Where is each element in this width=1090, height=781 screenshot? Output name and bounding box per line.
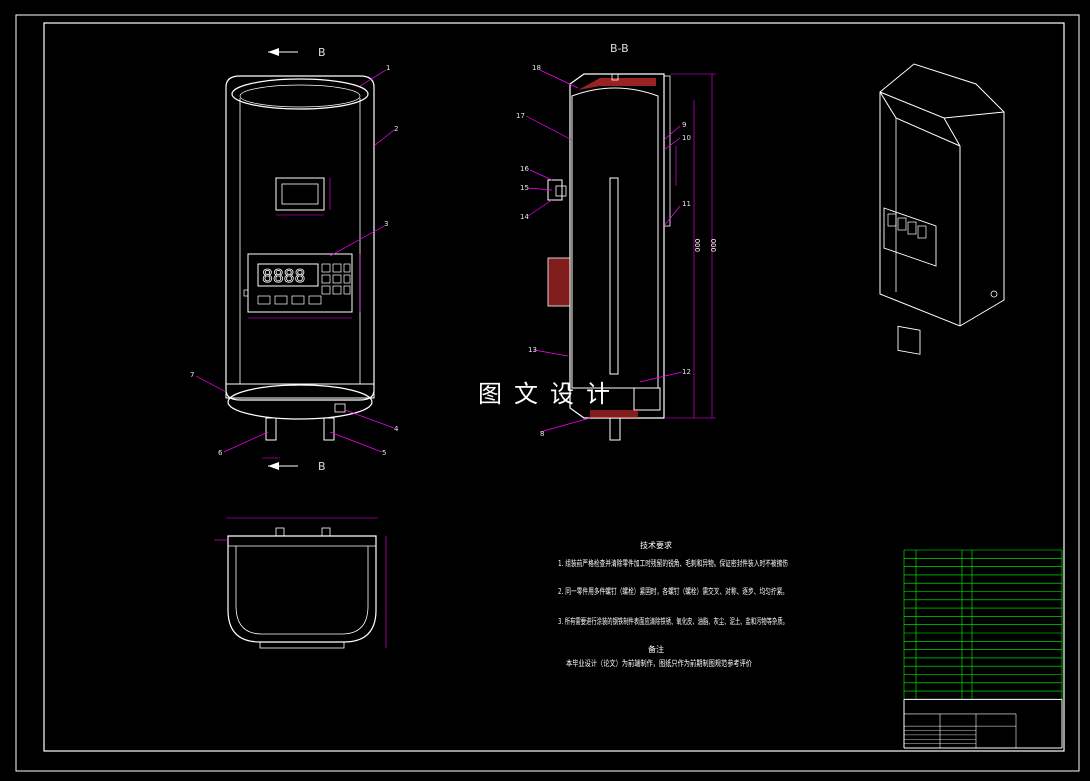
callout-10: 11 [682, 200, 691, 208]
callout-18: 18 [532, 64, 541, 72]
callout-3: 3 [384, 220, 388, 228]
callout-16: 16 [520, 165, 529, 173]
remark-title: 备注 [648, 644, 664, 654]
callout-9: 10 [682, 134, 691, 142]
outer-border [15, 14, 1080, 772]
callout-11: 12 [682, 368, 691, 376]
callout-5: 5 [382, 449, 386, 457]
front-small-display [275, 177, 325, 211]
section-mark-top: B [318, 46, 326, 59]
tech-title: 技术要求 [640, 540, 672, 550]
tech-item-2: 2. 同一零件用多件螺钉（螺栓）紧固时，各螺钉（螺栓）需交叉、对称、逐步、均匀拧… [558, 586, 788, 596]
callout-14: 14 [520, 213, 529, 221]
svg-text:000: 000 [710, 239, 718, 252]
bottom-view [214, 517, 387, 649]
callout-13: 13 [528, 346, 537, 354]
section-view: B-B 000 000 [516, 42, 718, 441]
callout-15: 15 [520, 184, 529, 192]
callout-8: 9 [682, 121, 686, 129]
callout-6: 6 [218, 449, 223, 457]
callout-1: 1 [386, 64, 390, 72]
watermark-text: 图文设计 [478, 380, 622, 408]
section-mark-bottom: B [318, 460, 326, 473]
tech-item-1: 1. 组装前严格检查并清除零件加工时残留的锐角、毛刺和异物。保证密封件装入时不被… [558, 558, 788, 568]
parts-table [903, 549, 1063, 749]
callout-7: 7 [190, 371, 194, 379]
callout-17: 17 [516, 112, 525, 120]
inner-border [43, 22, 1065, 752]
isometric-view [879, 63, 1005, 355]
remark-text: 本毕业设计（论文）为前端制作，图纸只作为前期制图规范参考评价 [566, 658, 752, 668]
front-view: B 8888 [190, 46, 399, 473]
callout-4: 4 [394, 425, 399, 433]
section-view-title: B-B [610, 42, 629, 55]
callout-2: 2 [394, 125, 398, 133]
callout-12: 8 [540, 430, 544, 438]
svg-text:000: 000 [694, 239, 702, 252]
panel-digits: 8888 [262, 266, 305, 287]
tech-requirements: 技术要求 1. 组装前严格检查并清除零件加工时残留的锐角、毛刺和异物。保证密封件… [558, 540, 788, 668]
tech-item-3: 3. 所有需要进行涂装的钢铁制件表面应清除铁锈、氧化皮、油脂、灰尘、泥土、盐和污… [558, 616, 788, 626]
control-panel [247, 253, 353, 313]
